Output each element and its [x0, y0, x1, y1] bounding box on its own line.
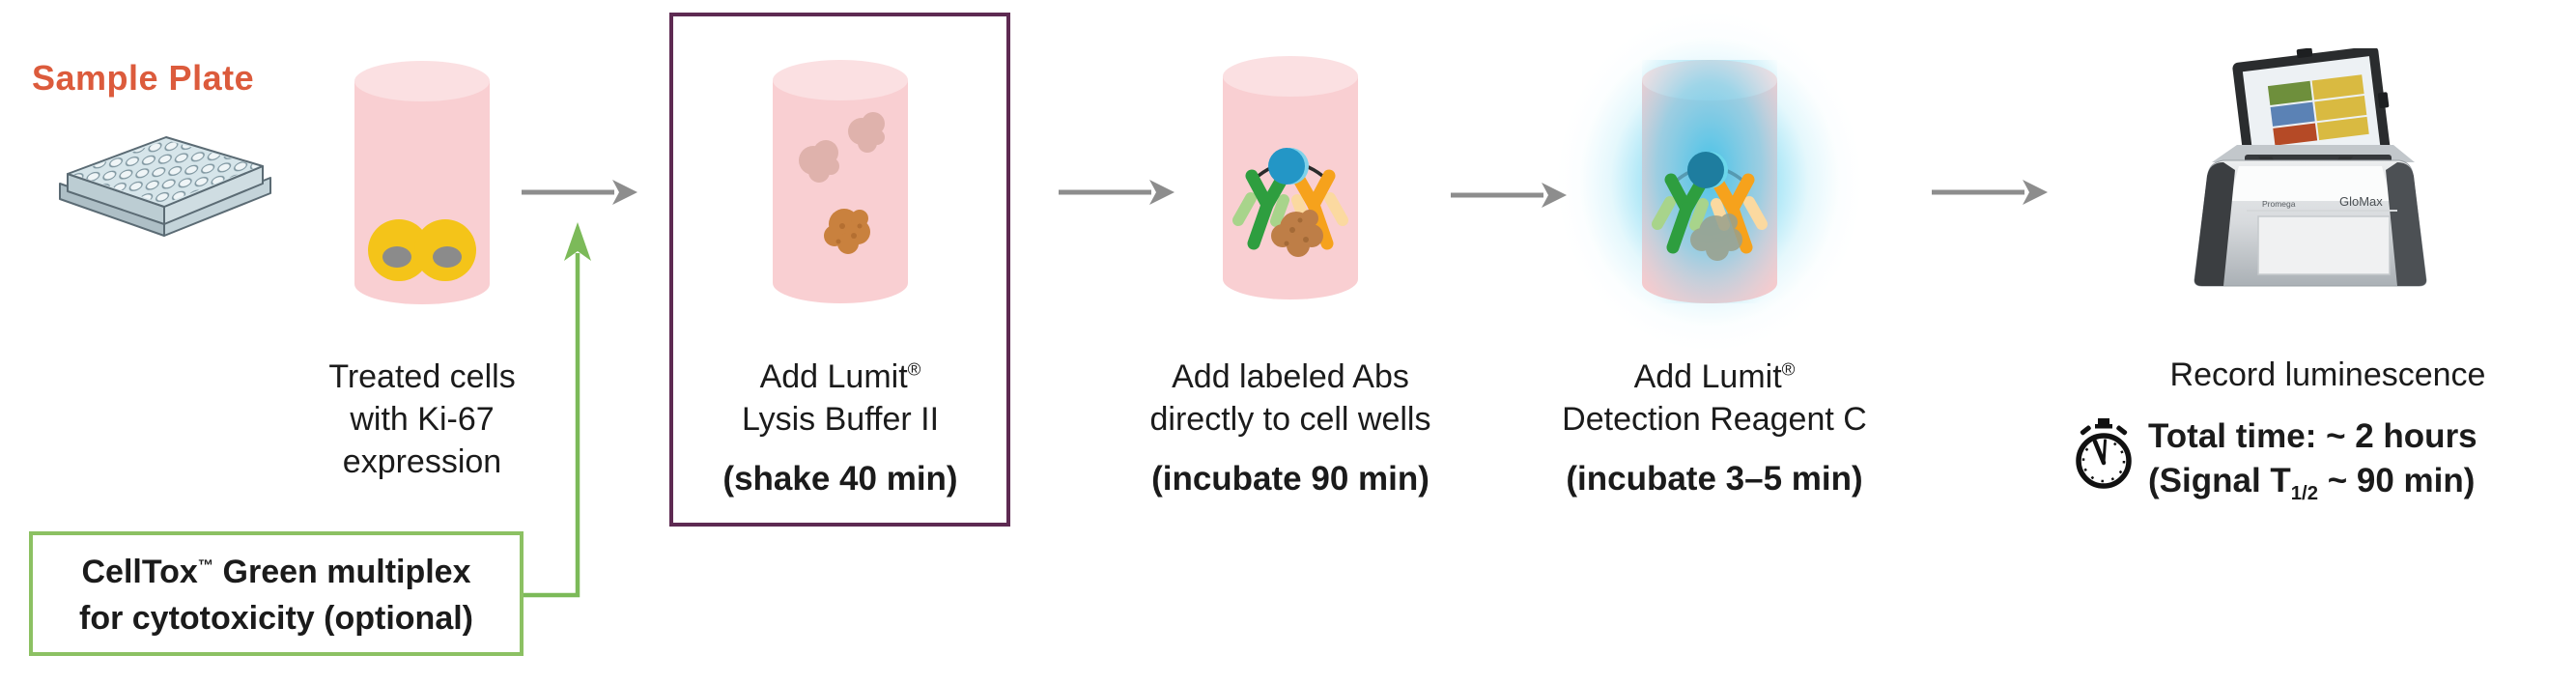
treated-cells-well-icon — [354, 61, 490, 304]
caption-line: Record luminescence — [2169, 356, 2486, 393]
registered-mark: ® — [907, 358, 921, 380]
instrument-maker-logo: Promega — [2262, 199, 2296, 209]
caption-line: with Ki-67 — [350, 401, 495, 438]
caption-duration: (incubate 90 min) — [1151, 460, 1430, 498]
luminometer-icon: GloMax Promega — [2194, 48, 2427, 287]
instrument-brand-label: GloMax — [2339, 194, 2383, 209]
flow-arrow-icon — [1059, 180, 1175, 205]
caption-line: Lysis Buffer II — [741, 401, 940, 438]
caption-line: Add Lumit® — [671, 356, 1009, 398]
total-time-block: Total time: ~ 2 hours (Signal T1/2 ~ 90 … — [2148, 414, 2573, 503]
caption-record: Record luminescence — [2154, 354, 2502, 396]
signal-halflife-line: (Signal T1/2 ~ 90 min) — [2148, 459, 2573, 503]
signal-text: ~ 90 min) — [2317, 462, 2476, 499]
microplate-icon — [59, 136, 271, 237]
signal-text: (Signal T — [2148, 462, 2291, 499]
optional-arrow-icon — [524, 222, 591, 598]
caption-text: Add Lumit — [759, 358, 908, 395]
sample-plate-label: Sample Plate — [32, 58, 255, 98]
antibody-complex-glowing-icon — [1652, 152, 1768, 261]
caption-lysis: Add Lumit® Lysis Buffer II (shake 40 min… — [671, 356, 1009, 500]
glowing-well-icon — [1642, 60, 1777, 303]
optional-box-text: Green multiplex — [213, 554, 471, 590]
caption-duration: (shake 40 min) — [722, 460, 958, 498]
flow-arrow-icon — [522, 180, 637, 205]
caption-line: expression — [342, 443, 502, 480]
optional-box-line: for cytotoxicity (optional) — [79, 600, 473, 637]
lysed-cells-well-icon — [773, 60, 908, 303]
subscript-half: 1/2 — [2290, 483, 2318, 504]
optional-multiplex-box: CellTox™ Green multiplex for cytotoxicit… — [29, 531, 524, 656]
caption-line: Detection Reagent C — [1562, 401, 1867, 438]
lysis-step-highlight-box — [669, 13, 1010, 527]
caption-line: Add Lumit® — [1541, 356, 1888, 398]
optional-box-text: CellTox — [81, 554, 198, 590]
instrument-screen — [2232, 48, 2391, 172]
caption-line: Add labeled Abs — [1172, 358, 1409, 395]
optional-box-line: CellTox™ Green multiplex — [33, 549, 520, 595]
caption-duration: (incubate 3–5 min) — [1566, 460, 1863, 498]
registered-mark: ® — [1781, 358, 1796, 380]
flow-arrow-icon — [1932, 180, 2048, 205]
total-time-line: Total time: ~ 2 hours — [2148, 417, 2477, 455]
caption-line: Treated cells — [328, 358, 516, 395]
antibody-complex-icon — [1232, 148, 1348, 257]
target-protein-icon — [1690, 214, 1742, 261]
caption-antibodies: Add labeled Abs directly to cell wells (… — [1117, 356, 1464, 500]
caption-text: Add Lumit — [1633, 358, 1782, 395]
stopwatch-icon — [2076, 418, 2132, 489]
caption-detection: Add Lumit® Detection Reagent C (incubate… — [1541, 356, 1888, 500]
caption-treated-cells: Treated cells with Ki-67 expression — [277, 356, 567, 483]
caption-line: directly to cell wells — [1149, 401, 1431, 438]
trademark-mark: ™ — [197, 556, 214, 575]
flow-arrow-icon — [1451, 183, 1567, 208]
antibody-binding-well-icon — [1223, 56, 1358, 299]
